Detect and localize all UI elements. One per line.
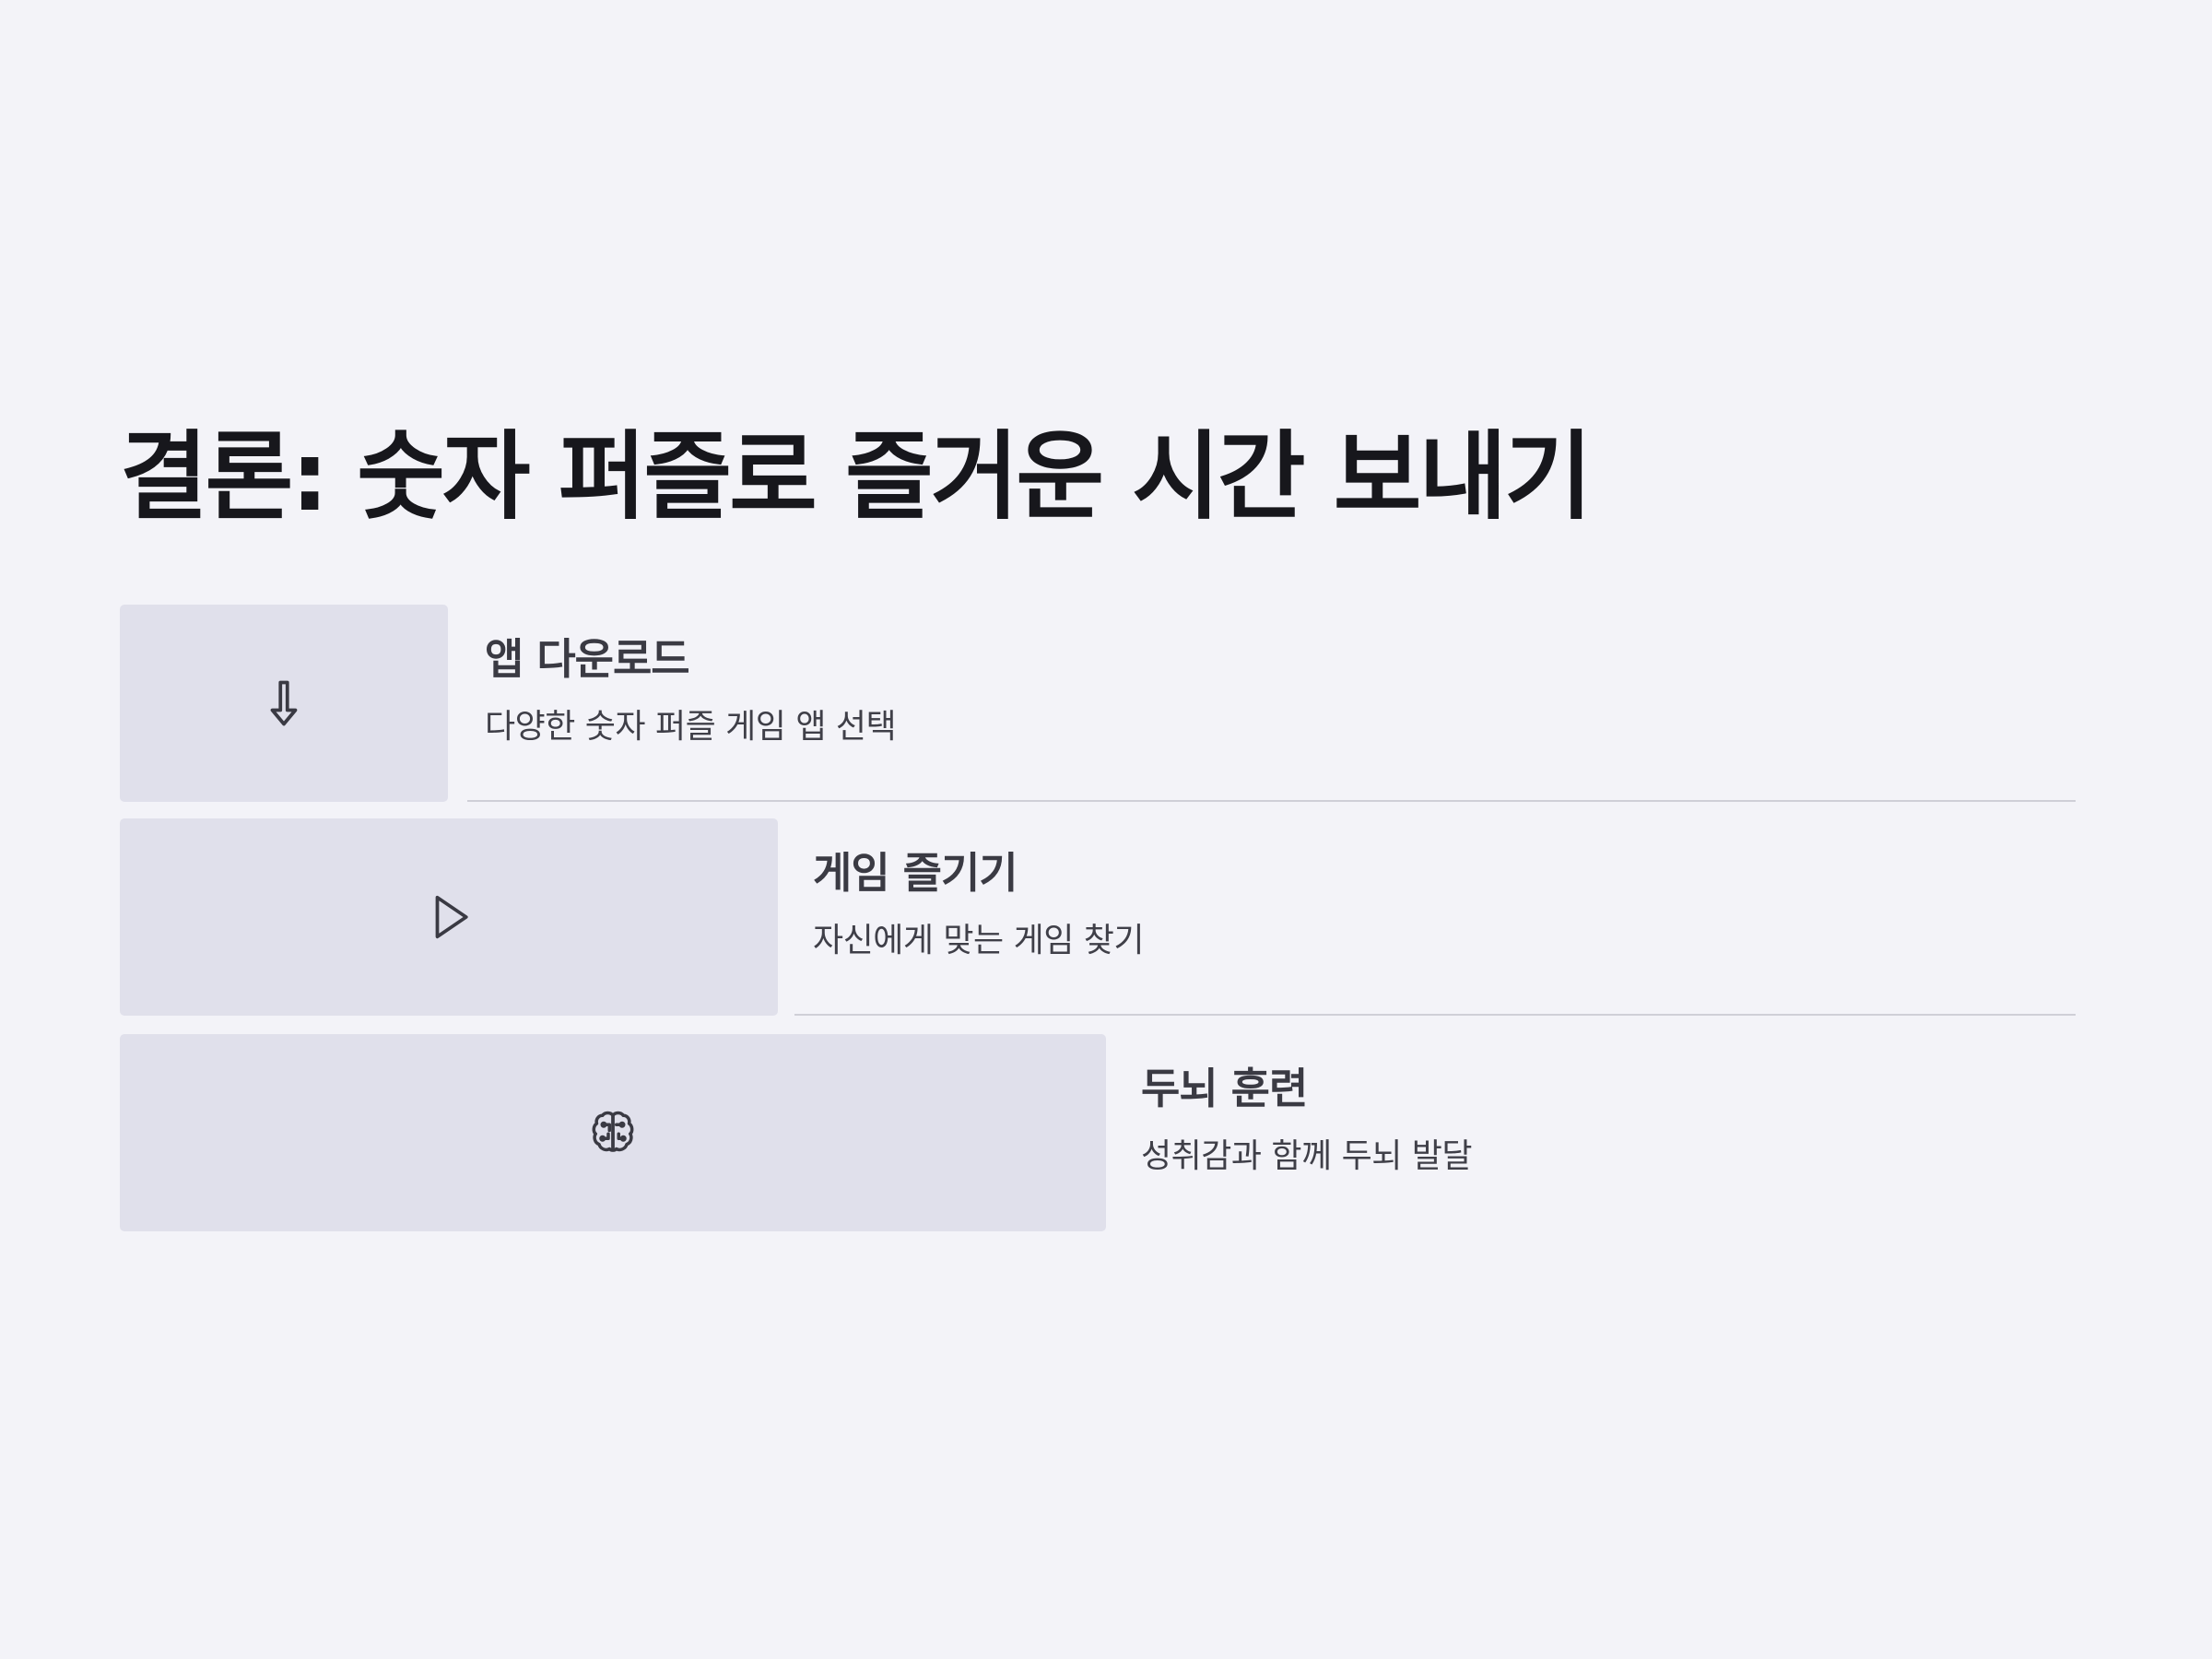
step-text: 게임 즐기기 자신에게 맞는 게임 찾기	[813, 848, 1145, 960]
divider	[794, 1014, 2076, 1016]
step-title: 앱 다운로드	[485, 634, 690, 684]
play-icon	[435, 895, 468, 939]
divider	[467, 800, 2076, 802]
step-icon-block	[120, 605, 448, 802]
arrow-down-icon	[270, 680, 298, 726]
step-brain-training: 두뇌 훈련 성취감과 함께 두뇌 발달	[120, 1034, 2076, 1231]
step-text: 앱 다운로드 다양한 숫자 퍼즐 게임 앱 선택	[485, 634, 897, 747]
page-title: 결론: 숫자 퍼즐로 즐거운 시간 보내기	[120, 420, 1593, 533]
step-description: 다양한 숫자 퍼즐 게임 앱 선택	[485, 708, 897, 747]
step-title: 게임 즐기기	[813, 848, 1018, 898]
step-download-app: 앱 다운로드 다양한 숫자 퍼즐 게임 앱 선택	[120, 605, 2076, 802]
brain-icon	[592, 1111, 634, 1152]
step-title: 두뇌 훈련	[1141, 1064, 1308, 1113]
step-description: 성취감과 함께 두뇌 발달	[1141, 1137, 1473, 1176]
step-text: 두뇌 훈련 성취감과 함께 두뇌 발달	[1141, 1064, 1473, 1176]
step-icon-block	[120, 818, 778, 1016]
step-icon-block	[120, 1034, 1106, 1231]
step-description: 자신에게 맞는 게임 찾기	[813, 922, 1145, 960]
step-enjoy-game: 게임 즐기기 자신에게 맞는 게임 찾기	[120, 818, 2076, 1016]
